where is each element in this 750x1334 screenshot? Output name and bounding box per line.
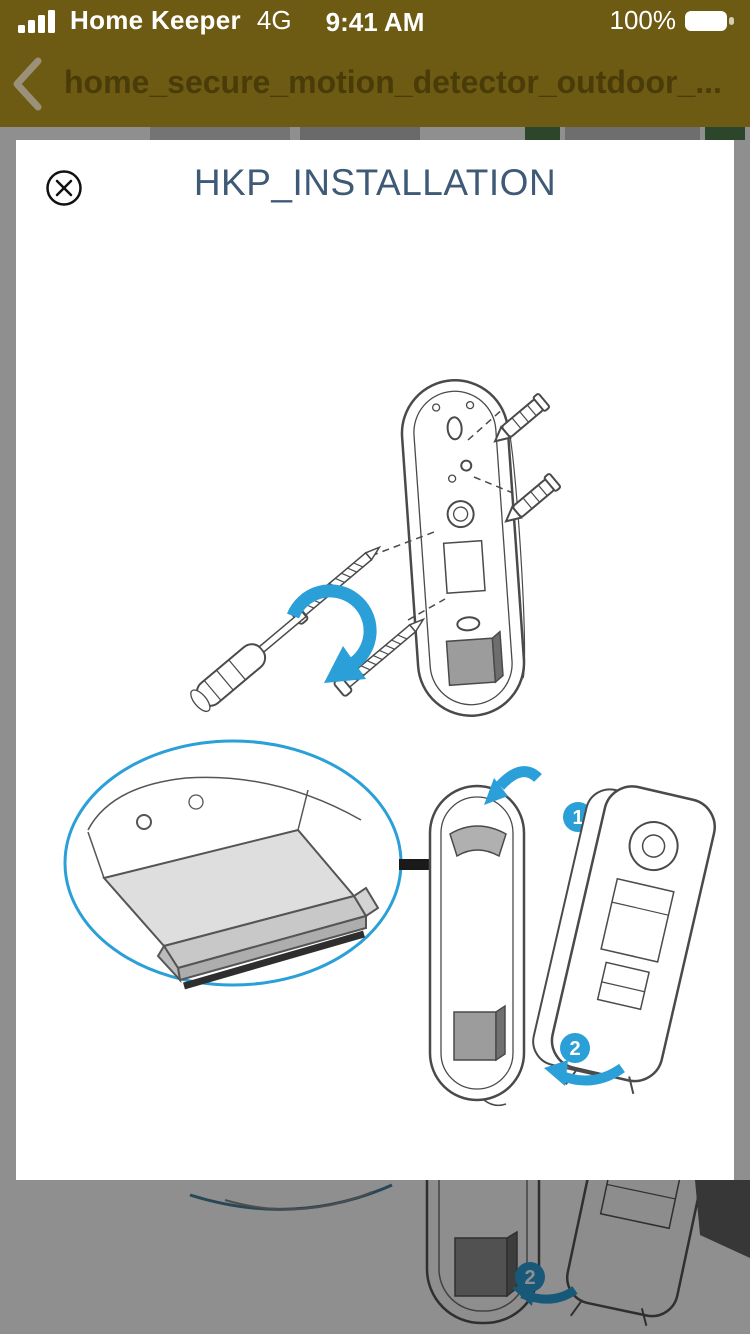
app-header: Home Keeper 4G 9:41 AM 100% home_secure_… <box>0 0 750 127</box>
background-diagram-fragment: 2 <box>189 1180 750 1326</box>
signal-strength-icon <box>18 9 55 33</box>
nav-bar: home_secure_motion_detector_outdoor_... <box>0 40 750 127</box>
hook-in-arrow <box>484 766 542 805</box>
status-right-cluster: 100% <box>610 5 737 36</box>
rotate-arrow <box>286 584 377 683</box>
status-bar: Home Keeper 4G 9:41 AM 100% <box>0 0 750 40</box>
installation-diagram: 1 <box>63 379 716 1107</box>
wall-bracket <box>428 784 526 1107</box>
bracket-closeup <box>87 776 380 990</box>
close-icon <box>46 170 82 206</box>
assembly-diagram-group: 1 <box>63 739 716 1107</box>
detector-body <box>532 785 716 1095</box>
dimmed-background-top <box>0 127 750 140</box>
status-time: 9:41 AM <box>325 7 425 37</box>
back-button[interactable] <box>10 54 64 114</box>
background-step-2-badge: 2 <box>515 1262 545 1292</box>
battery-percent: 100% <box>609 5 677 35</box>
nav-title: home_secure_motion_detector_outdoor_... <box>64 64 722 100</box>
status-left-cluster: Home Keeper 4G <box>18 5 292 36</box>
chevron-left-icon <box>13 57 42 111</box>
svg-text:2: 2 <box>524 1267 535 1289</box>
snap-in-arrow <box>544 1060 625 1086</box>
background-page-top-fragment <box>150 127 745 140</box>
dimmed-background-bottom: 2 <box>0 1180 750 1334</box>
screwdriver <box>190 610 308 713</box>
step-2-badge: 2 <box>560 1033 590 1063</box>
battery-icon <box>685 10 734 31</box>
close-button[interactable] <box>44 168 84 208</box>
svg-text:1: 1 <box>572 807 583 829</box>
wall-anchor <box>493 393 551 443</box>
carrier-label: Home Keeper <box>70 5 241 35</box>
back-plate <box>400 379 526 717</box>
attachment-viewer-modal: HKP_INSTALLATION <box>16 140 734 1180</box>
viewer-title: HKP_INSTALLATION <box>193 162 557 203</box>
network-type-label: 4G <box>256 5 292 35</box>
svg-text:2: 2 <box>569 1038 580 1060</box>
mounting-plate-group <box>190 379 562 717</box>
wall-anchor <box>504 473 562 523</box>
callout-ellipse <box>63 739 403 990</box>
